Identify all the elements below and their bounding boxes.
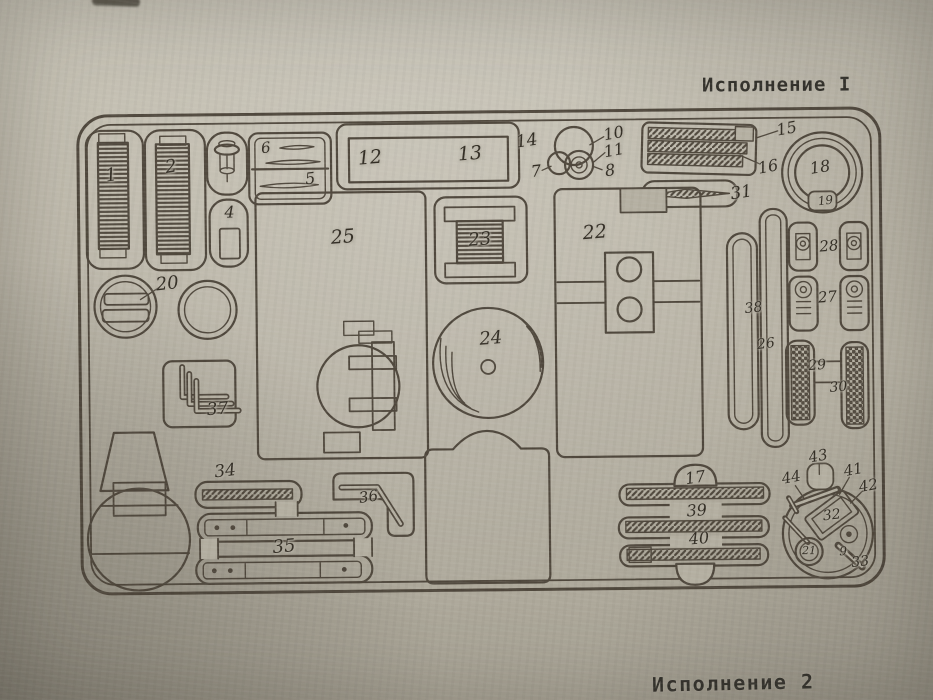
slot-20	[93, 274, 160, 339]
slot-38	[725, 232, 760, 431]
slots-29-30	[784, 339, 870, 430]
tray-22	[553, 186, 705, 459]
slot-spool-23	[433, 195, 529, 285]
tray-25	[254, 190, 430, 461]
slot-26	[758, 207, 790, 449]
slot-4	[208, 198, 250, 268]
roll-items-7-8-10-11	[541, 125, 606, 181]
case-outline	[76, 106, 886, 596]
slot-36	[332, 471, 415, 537]
reel-small-parts	[781, 462, 875, 580]
serpentine-34-35	[194, 479, 374, 585]
arched-slot	[424, 429, 552, 585]
serpentine-17-39-40	[617, 463, 771, 586]
slot-round-empty	[177, 279, 238, 340]
slots-27	[788, 274, 870, 332]
slot-12-13	[335, 121, 521, 191]
slots-28	[787, 220, 870, 272]
slot-18-19	[781, 131, 864, 214]
slot-coil-24	[432, 306, 545, 420]
slot-lamp	[205, 131, 249, 196]
slot-angles-37	[162, 359, 242, 429]
tray-15-16	[640, 121, 758, 177]
tray-5-6	[247, 131, 333, 206]
slot-files-1-2	[84, 128, 208, 272]
oiler	[86, 431, 192, 592]
